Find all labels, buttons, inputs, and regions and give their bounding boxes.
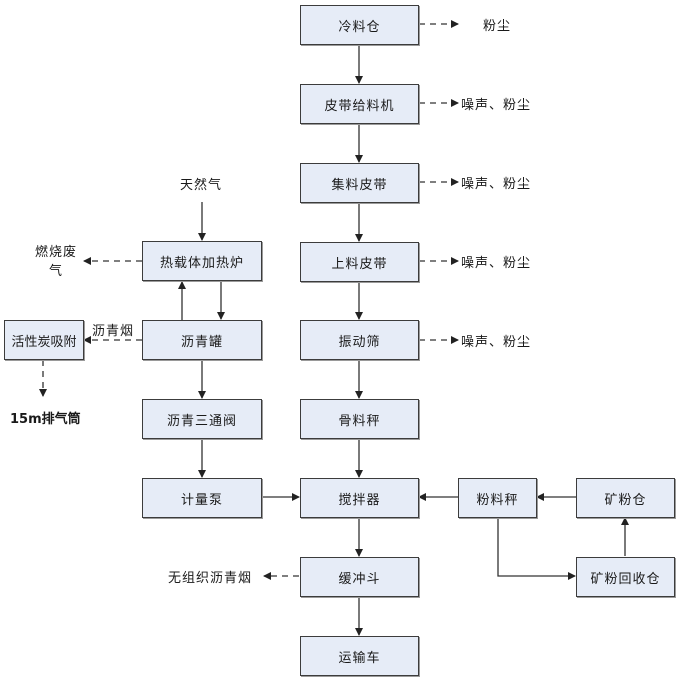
node-metering-pump: 计量泵	[142, 478, 262, 518]
label-fugitive-asphalt-fume: 无组织沥青烟	[168, 571, 253, 586]
label-asphalt-fume: 沥青烟	[92, 324, 135, 339]
node-label: 活性炭吸附	[11, 334, 77, 350]
label-noise-dust: 噪声、粉尘	[461, 256, 532, 271]
node-powder-scale: 粉料秤	[458, 478, 537, 518]
node-label: 沥青罐	[180, 334, 223, 350]
node-label: 冷料仓	[338, 19, 381, 35]
label-combustion-exhaust-line1: 燃烧废	[34, 245, 77, 260]
node-mixer: 搅拌器	[300, 478, 419, 518]
node-label: 振动筛	[338, 334, 381, 350]
node-label: 热载体加热炉	[159, 255, 244, 271]
edge-powder-scale-to-recovery-bin	[497, 518, 576, 580]
label-noise-dust: 噪声、粉尘	[461, 335, 532, 350]
node-collecting-belt: 集料皮带	[300, 163, 419, 203]
node-transport-truck: 运输车	[300, 636, 419, 676]
node-label: 搅拌器	[338, 492, 381, 508]
node-buffer-hopper: 缓冲斗	[300, 557, 419, 597]
label-dust: 粉尘	[483, 19, 512, 34]
label-15m-stack: 15m排气筒	[10, 412, 81, 427]
node-label: 运输车	[338, 650, 381, 666]
label-combustion-exhaust-line2: 气	[48, 264, 63, 279]
node-mineral-powder-recovery-bin: 矿粉回收仓	[576, 557, 675, 597]
node-label: 缓冲斗	[338, 571, 381, 587]
node-heat-carrier-furnace: 热载体加热炉	[142, 241, 262, 281]
node-aggregate-scale: 骨料秤	[300, 399, 419, 439]
node-loading-belt: 上料皮带	[300, 242, 419, 282]
node-mineral-powder-bin: 矿粉仓	[576, 478, 675, 518]
node-label: 骨料秤	[338, 413, 381, 429]
node-cold-bin: 冷料仓	[300, 5, 419, 45]
node-label: 粉料秤	[476, 492, 519, 508]
label-noise-dust: 噪声、粉尘	[461, 98, 532, 113]
node-belt-feeder: 皮带给料机	[300, 84, 419, 124]
node-label: 集料皮带	[331, 177, 388, 193]
node-label: 上料皮带	[331, 256, 388, 272]
node-asphalt-three-way-valve: 沥青三通阀	[142, 399, 262, 439]
node-label: 皮带给料机	[324, 98, 395, 114]
node-vibrating-screen: 振动筛	[300, 320, 419, 360]
node-label: 计量泵	[180, 492, 223, 508]
node-label: 矿粉回收仓	[590, 571, 661, 587]
node-label: 矿粉仓	[604, 492, 647, 508]
label-natural-gas: 天然气	[180, 178, 223, 193]
label-noise-dust: 噪声、粉尘	[461, 177, 532, 192]
node-label: 沥青三通阀	[166, 413, 237, 429]
node-activated-carbon-adsorption: 活性炭吸附	[4, 320, 84, 360]
node-asphalt-tank: 沥青罐	[142, 320, 262, 360]
